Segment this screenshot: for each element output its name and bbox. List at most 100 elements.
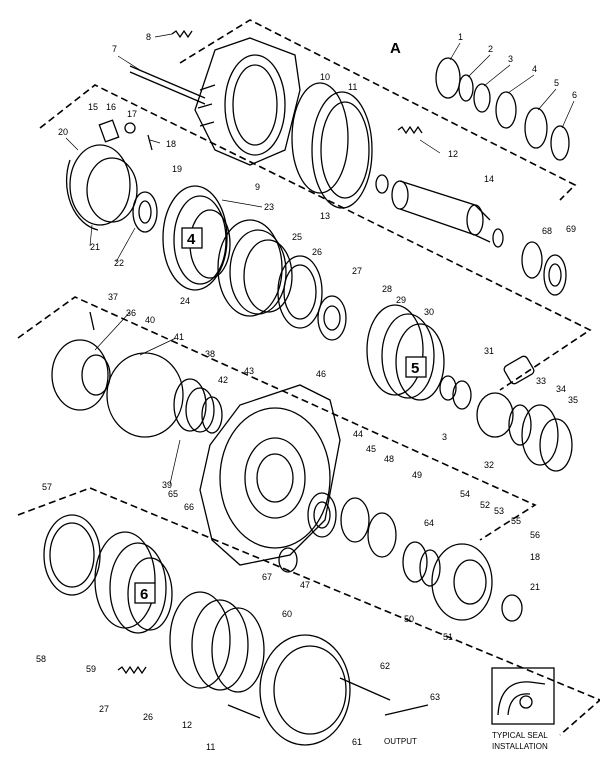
part-housing-9 [194, 37, 301, 166]
parts-31-32-clutch-pack [366, 304, 445, 401]
part-59-ring-gear [43, 514, 101, 596]
callout: 23 [264, 202, 274, 212]
part-29-ring [277, 255, 323, 329]
callout: 60 [282, 609, 292, 619]
callout: 18 [166, 139, 176, 149]
callout: 48 [384, 454, 394, 464]
part-callouts: 1 2 3 4 5 6 7 8 9 10 11 12 13 14 15 16 1… [36, 32, 578, 752]
output-label: OUTPUT [384, 737, 417, 746]
callout: 3 [442, 432, 447, 442]
part-44-seal [106, 352, 184, 438]
part-69-ring [278, 547, 298, 573]
callout: 3 [508, 54, 513, 64]
callout: 35 [568, 395, 578, 405]
part-12-spring-bottom [117, 665, 147, 675]
callout: 61 [352, 737, 362, 747]
callout: 27 [99, 704, 109, 714]
parts-18-22 [98, 119, 153, 151]
parts-64-65-bolts [339, 677, 429, 716]
callout: 52 [480, 500, 490, 510]
part-spring-8 [171, 29, 193, 39]
callout: 68 [542, 226, 552, 236]
callout: 18 [530, 552, 540, 562]
callout: 38 [205, 349, 215, 359]
section-letter: A [390, 40, 401, 57]
group-box-4: 4 [187, 231, 196, 248]
part-25-bearing [132, 191, 158, 233]
callout: 31 [484, 346, 494, 356]
callout: 37 [108, 292, 118, 302]
callout: 11 [206, 742, 215, 752]
callout: 19 [172, 164, 182, 174]
part-53-sleeve [402, 541, 441, 587]
part-gear-1-to-6 [435, 57, 570, 161]
part-30-bearing [317, 295, 347, 341]
callout: 33 [536, 376, 546, 386]
callout: 24 [180, 296, 190, 306]
callout: 29 [396, 295, 406, 305]
part-23-24-carrier [65, 144, 138, 231]
callout: 41 [174, 332, 184, 342]
part-54-output-flange [431, 543, 493, 621]
rings-6-5-lower-right [521, 241, 567, 296]
callout: 53 [494, 506, 504, 516]
seal-caption-line-1: TYPICAL SEAL [492, 731, 548, 740]
part-shaft-7 [129, 65, 206, 105]
callout: 11 [348, 82, 357, 92]
seal-installation-detail [491, 667, 555, 725]
parts-41-45 [173, 378, 223, 434]
callout: 40 [145, 315, 155, 325]
callout: 56 [530, 530, 540, 540]
callout: 34 [556, 384, 566, 394]
callout: 42 [218, 375, 228, 385]
callout: 63 [430, 692, 440, 702]
callout: 30 [424, 307, 434, 317]
part-46-housing [199, 384, 341, 566]
callout: 12 [182, 720, 192, 730]
callout: 22 [114, 258, 124, 268]
callout: 55 [511, 516, 521, 526]
part-28-ring-gear [217, 219, 293, 317]
callout: 16 [106, 102, 116, 112]
callout: 46 [316, 369, 326, 379]
callout: 5 [554, 78, 559, 88]
callout: 26 [312, 247, 322, 257]
callout: 62 [380, 661, 390, 671]
callout: 15 [88, 102, 98, 112]
part-spring-12-top [397, 125, 423, 135]
callout: 25 [292, 232, 302, 242]
callout: 4 [532, 64, 537, 74]
callout: 59 [86, 664, 96, 674]
callout: 39 [162, 480, 172, 490]
callout: 28 [382, 284, 392, 294]
callout: 13 [320, 211, 330, 221]
callout: 51 [443, 632, 453, 642]
callout: 47 [300, 580, 310, 590]
callout: 32 [484, 460, 494, 470]
parts-33-38 [439, 375, 573, 472]
part-39-hub [51, 311, 111, 411]
callout: 1 [458, 32, 463, 42]
seal-caption-line-2: INSTALLATION [492, 742, 548, 751]
callout: 67 [262, 572, 272, 582]
callout: 69 [566, 224, 576, 234]
callout: 10 [320, 72, 330, 82]
callout: 66 [184, 502, 194, 512]
callout: 54 [460, 489, 470, 499]
callout: 8 [146, 32, 151, 42]
callout: 12 [448, 149, 458, 159]
assembly-group-outlines [17, 19, 600, 736]
part-36-spring [503, 355, 535, 385]
callout: 9 [255, 182, 260, 192]
part-63-cover [227, 634, 351, 746]
callout: 17 [127, 109, 137, 119]
rings-10-11-13 [291, 82, 373, 209]
group-number-boxes: 4 5 6 [134, 227, 427, 604]
group-box-5: 5 [411, 360, 419, 377]
part-58-ring [501, 594, 523, 622]
leader-lines [65, 33, 575, 485]
part-50-bearing [307, 492, 337, 538]
callout: 20 [58, 127, 68, 137]
callout: 2 [488, 44, 493, 54]
